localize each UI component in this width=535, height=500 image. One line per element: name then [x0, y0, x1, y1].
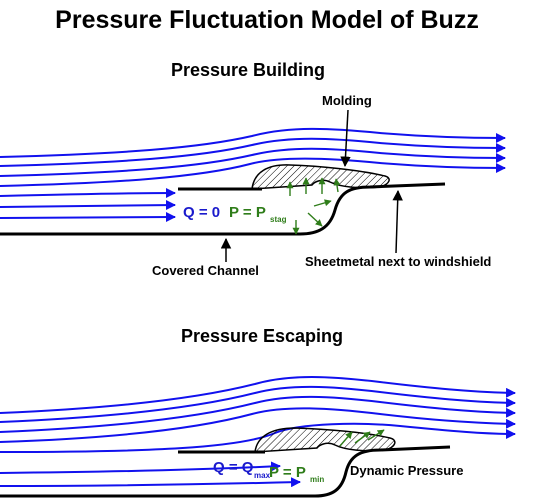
dynamic-pressure-label: Dynamic Pressure: [350, 463, 463, 478]
streamline: [0, 127, 506, 158]
bottom-pressure-arrows: [339, 429, 385, 447]
sheetmetal-pointer: [392, 189, 403, 254]
sheetmetal: [0, 445, 451, 498]
streamline: [0, 477, 301, 488]
top-panel-heading: Pressure Building: [171, 60, 325, 80]
bottom-pressure-text: P = P: [269, 464, 306, 481]
molding-pointer: [340, 109, 351, 168]
streamline: [0, 137, 506, 167]
streamline: [0, 395, 516, 433]
bottom-pressure-label: P = P min: [269, 464, 324, 484]
pressure-arrow: [339, 431, 353, 447]
bottom-flow-subscript: max: [254, 471, 271, 480]
molding: [254, 427, 396, 453]
bottom-flow-label: Q = Q max: [213, 459, 271, 480]
top-pressure-subscript: stag: [270, 215, 287, 224]
streamline: [0, 376, 516, 414]
sheetmetal: [0, 182, 446, 236]
bottom-flow-text: Q = Q: [213, 459, 254, 476]
bottom-structure: [0, 427, 451, 498]
diagram-title: Pressure Fluctuation Model of Buzz: [55, 6, 479, 34]
top-flow-label: Q = 0: [183, 204, 220, 221]
channel-label: Covered Channel: [152, 263, 259, 278]
bottom-pressure-subscript: min: [310, 475, 324, 484]
sheetmetal-label: Sheetmetal next to windshield: [305, 254, 491, 269]
top-streamlines: [0, 127, 506, 223]
molding: [251, 164, 390, 190]
top-structure: [0, 164, 446, 236]
top-pressure-label: P = P stag: [229, 204, 287, 224]
bottom-panel-heading: Pressure Escaping: [181, 326, 343, 346]
streamline: [0, 407, 516, 443]
top-pressure-arrows: [286, 177, 341, 235]
streamline: [0, 212, 176, 223]
streamline: [0, 188, 176, 199]
pressure-arrow: [307, 212, 323, 227]
streamline: [0, 157, 506, 187]
streamline: [0, 461, 281, 474]
streamline: [0, 385, 516, 423]
top-pressure-text: P = P: [229, 204, 266, 221]
streamline: [0, 422, 516, 453]
pressure-arrow: [367, 429, 385, 441]
pressure-arrow: [313, 199, 332, 207]
bottom-streamlines: [0, 376, 516, 488]
molding-label: Molding: [322, 93, 372, 108]
streamline: [0, 147, 506, 177]
pressure-arrow: [333, 178, 341, 193]
pressure-arrow: [354, 431, 371, 444]
streamline: [0, 200, 176, 211]
